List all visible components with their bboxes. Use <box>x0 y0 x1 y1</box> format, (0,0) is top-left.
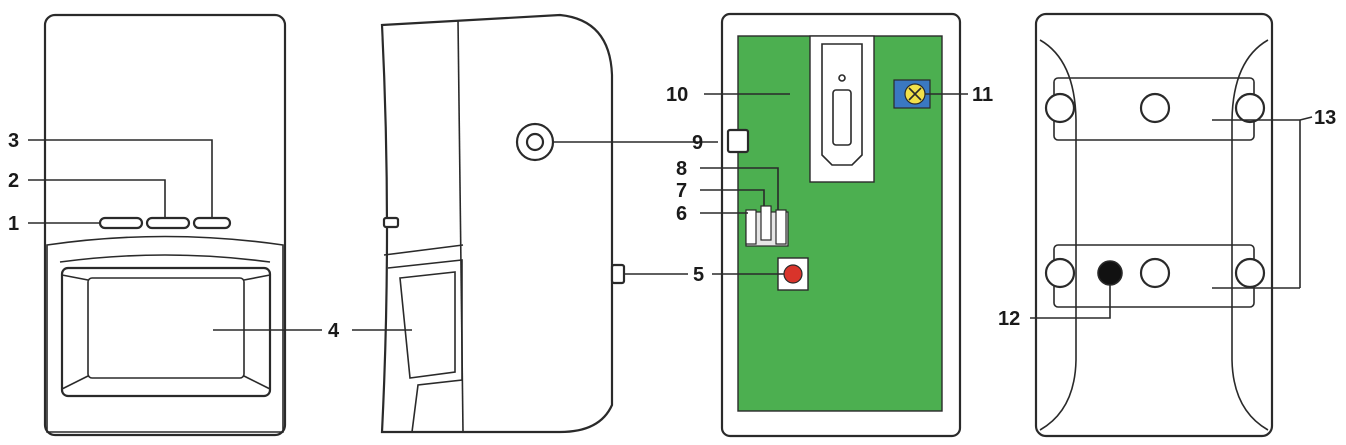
pir-lens-corner-tr <box>243 274 271 281</box>
leader-7 <box>700 189 765 206</box>
back-upper-hole-center <box>1139 92 1171 124</box>
jumper-8 <box>775 209 787 245</box>
front-lens-hood-inner <box>59 254 271 263</box>
back-view <box>1034 12 1274 438</box>
callout-6: 6 <box>676 203 687 225</box>
side-housing <box>380 13 614 434</box>
back-tamper-hole <box>1097 260 1123 286</box>
inside-view <box>720 12 962 438</box>
leader-3 <box>28 139 213 218</box>
leader-13d <box>1299 116 1313 121</box>
callout-1: 1 <box>8 213 19 235</box>
led-indicator-1 <box>98 216 144 230</box>
callout-11: 11 <box>972 84 993 106</box>
callout-2: 2 <box>8 170 19 192</box>
pir-lens-inner <box>87 277 245 379</box>
callout-8: 8 <box>676 158 687 180</box>
battery-slot <box>832 89 852 146</box>
callout-13: 13 <box>1314 107 1336 129</box>
side-view <box>380 13 626 434</box>
callout-10: 10 <box>666 84 688 106</box>
back-right-rail <box>1231 39 1269 431</box>
leader-lines <box>28 93 1313 331</box>
pir-lens <box>60 266 272 398</box>
pir-lens-corner-br <box>243 375 271 390</box>
side-clip <box>382 216 400 229</box>
back-lower-hole-right <box>1234 257 1266 289</box>
back-upper-hole-left <box>1044 92 1076 124</box>
leader-12 <box>1030 285 1111 319</box>
callout-9: 9 <box>692 132 703 154</box>
callout-5: 5 <box>693 264 704 286</box>
callout-4: 4 <box>328 320 340 342</box>
back-lower-hole-center <box>1139 257 1171 289</box>
side-lens-inner <box>399 271 456 379</box>
potentiometer-cross-icon <box>908 87 922 101</box>
callout-7: 7 <box>676 180 687 202</box>
back-upper-hole-right <box>1234 92 1266 124</box>
jumper-7 <box>760 205 772 241</box>
leader-8 <box>700 167 779 210</box>
battery-holder-area <box>809 35 875 183</box>
jumper-6 <box>745 209 757 245</box>
inside-connector <box>726 128 750 154</box>
pir-lens-corner-tl <box>61 274 89 281</box>
side-screw-inner <box>525 132 545 152</box>
tamper-button <box>783 264 803 284</box>
side-hood-line <box>383 244 464 256</box>
back-left-rail <box>1039 39 1077 431</box>
battery-contact <box>838 74 846 82</box>
leader-2 <box>28 179 166 218</box>
callout-12: 12 <box>998 308 1020 330</box>
battery-holder <box>821 43 863 166</box>
callout-numbers: 1 2 3 4 5 6 7 8 9 10 11 12 13 <box>8 84 1336 342</box>
led-indicator-2 <box>145 216 191 230</box>
jumper-block <box>745 205 789 247</box>
front-view <box>43 13 287 437</box>
callout-3: 3 <box>8 130 19 152</box>
back-lower-hole-left <box>1044 257 1076 289</box>
side-tab <box>610 263 626 285</box>
side-lens-profile <box>387 259 463 433</box>
front-lens-hood <box>46 235 284 433</box>
pir-lens-corner-bl <box>61 375 89 390</box>
led-indicator-3 <box>192 216 232 230</box>
